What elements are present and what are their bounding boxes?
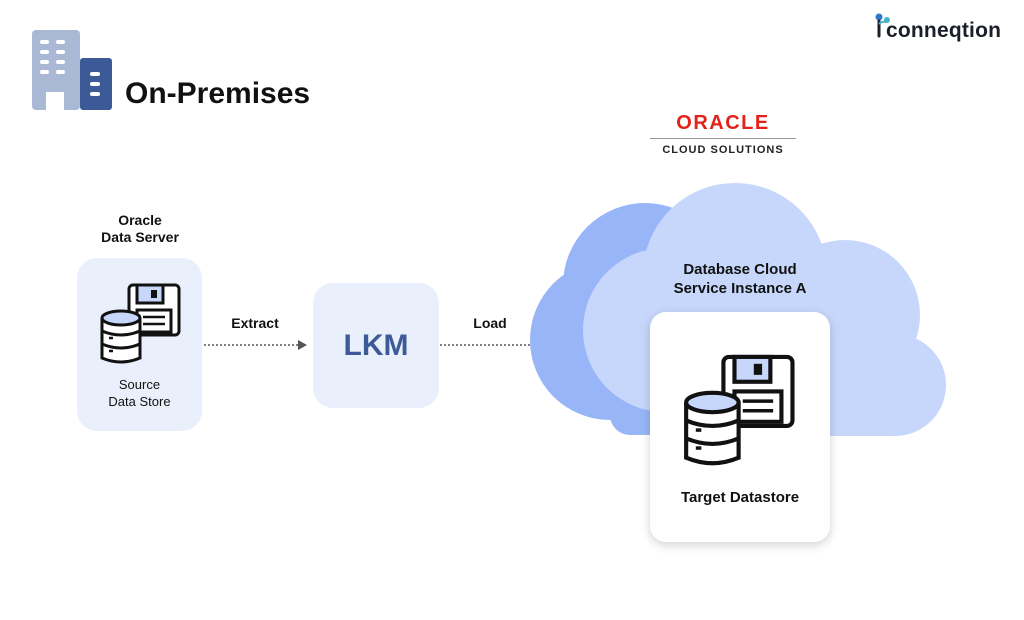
cloud-instance-title-line2: Service Instance A	[673, 280, 807, 297]
source-server-title-line1: Oracle	[118, 212, 162, 228]
oracle-logo-divider	[650, 138, 796, 139]
source-data-store-label-line2: Data Store	[108, 394, 171, 409]
extract-arrow	[204, 340, 307, 350]
brand-logo-icon	[875, 13, 890, 38]
cloud-instance-title-line1: Database Cloud	[683, 261, 797, 278]
building-icon	[32, 30, 112, 110]
target-datastore-card: Target Datastore	[650, 312, 830, 542]
lkm-label: LKM	[343, 328, 409, 362]
source-data-store-label-line1: Source	[118, 377, 161, 392]
load-label: Load	[473, 315, 507, 331]
brand-name: conneqtion	[886, 19, 1002, 42]
on-premises-title: On-Premises	[125, 77, 311, 110]
source-server-title-line2: Data Server	[101, 229, 179, 245]
target-datastore-label: Target Datastore	[680, 489, 800, 506]
source-data-store-card: Source Data Store	[77, 258, 202, 431]
oracle-logo-text: ORACLE	[676, 112, 770, 134]
oracle-logo-subtitle: CLOUD SOLUTIONS	[662, 144, 784, 156]
source-data-store-label: Source Data Store	[77, 376, 202, 410]
cloud-instance-title: Database Cloud Service Instance A	[630, 260, 850, 298]
lkm-card: LKM	[313, 283, 439, 408]
brand-logo: conneqtion	[874, 12, 1004, 44]
source-server-title: Oracle Data Server	[70, 212, 210, 246]
oracle-cloud-logo: ORACLE CLOUD SOLUTIONS	[650, 112, 796, 156]
database-floppy-icon	[684, 354, 795, 466]
database-floppy-icon	[100, 283, 181, 364]
extract-label: Extract	[231, 315, 279, 331]
